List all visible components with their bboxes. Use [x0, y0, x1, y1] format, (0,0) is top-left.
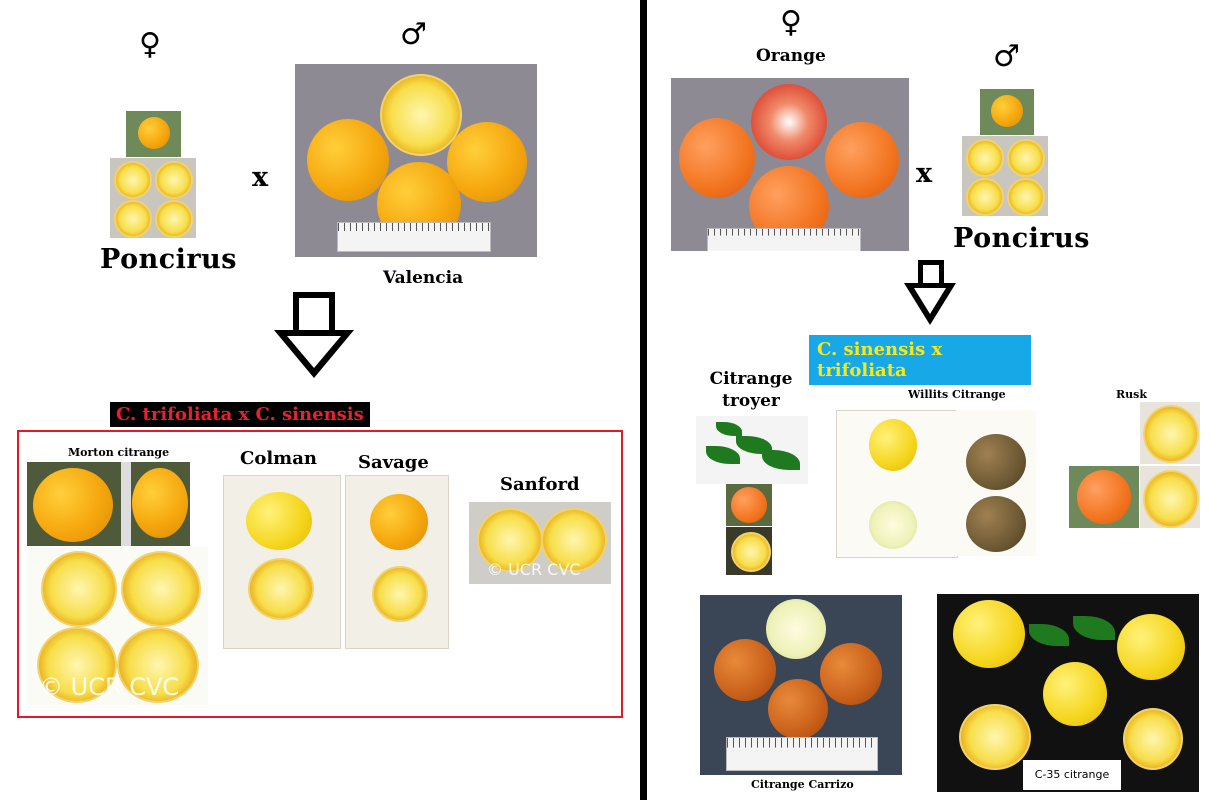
willits-plate-1	[836, 410, 958, 558]
c35-photo: C-35 citrange	[937, 594, 1199, 792]
female-parent-name-left: Poncirus	[100, 244, 237, 275]
female-symbol-right: ♀	[780, 5, 802, 40]
valencia-photo	[295, 64, 537, 257]
hybrid-label-left: C. trifoliata x C. sinensis	[110, 402, 370, 427]
sanford-photo: © UCR CVC	[469, 502, 611, 584]
female-symbol-left: ♀	[139, 27, 161, 62]
troyer-fruit-photo	[726, 484, 772, 526]
male-parent-name-left: Valencia	[383, 268, 464, 288]
variety-colman: Colman	[240, 448, 317, 469]
rusk-cut-photo-2	[1140, 466, 1200, 528]
cross-symbol-left: x	[252, 162, 269, 193]
savage-plate	[345, 475, 449, 649]
variety-citrange-carrizo: Citrange Carrizo	[751, 778, 854, 791]
variety-sanford: Sanford	[500, 474, 580, 495]
female-parent-name-right: Orange	[756, 46, 826, 66]
cross-symbol-right: x	[916, 158, 933, 189]
male-symbol-right: ♂	[993, 39, 1020, 74]
c35-caption: C-35 citrange	[1023, 760, 1121, 790]
male-parent-name-right: Poncirus	[953, 223, 1090, 254]
colman-plate	[223, 475, 341, 649]
poncirus-fruit-photo	[126, 111, 181, 157]
morton-cut-photo: © UCR CVC	[27, 547, 208, 705]
male-symbol-left: ♂	[400, 17, 427, 52]
morton-whole-photo	[27, 462, 190, 546]
carrizo-photo	[700, 595, 902, 775]
variety-morton-citrange: Morton citrange	[68, 446, 170, 459]
troyer-leaf-photo	[696, 416, 808, 484]
hybrid-label-right: C. sinensis x trifoliata	[809, 335, 1031, 385]
rusk-cut-photo-1	[1140, 402, 1200, 464]
panel-divider	[640, 0, 647, 800]
poncirus-fruit-photo-right	[980, 89, 1034, 135]
variety-savage: Savage	[358, 452, 429, 473]
watermark-sanford: © UCR CVC	[487, 560, 581, 579]
orange-photo	[671, 78, 909, 251]
left-hybrids-frame	[17, 430, 623, 718]
poncirus-cut-photo-right	[962, 136, 1048, 216]
rusk-fruit-photo	[1069, 466, 1139, 528]
poncirus-cut-photo	[110, 158, 196, 238]
variety-citrange-troyer: Citrange troyer	[709, 369, 793, 411]
watermark-morton: © UCR CVC	[39, 673, 180, 701]
willits-plate-2	[956, 410, 1036, 556]
variety-willits-citrange: Willits Citrange	[908, 388, 1006, 401]
troyer-cut-photo	[726, 527, 772, 575]
variety-rusk: Rusk	[1116, 388, 1147, 401]
